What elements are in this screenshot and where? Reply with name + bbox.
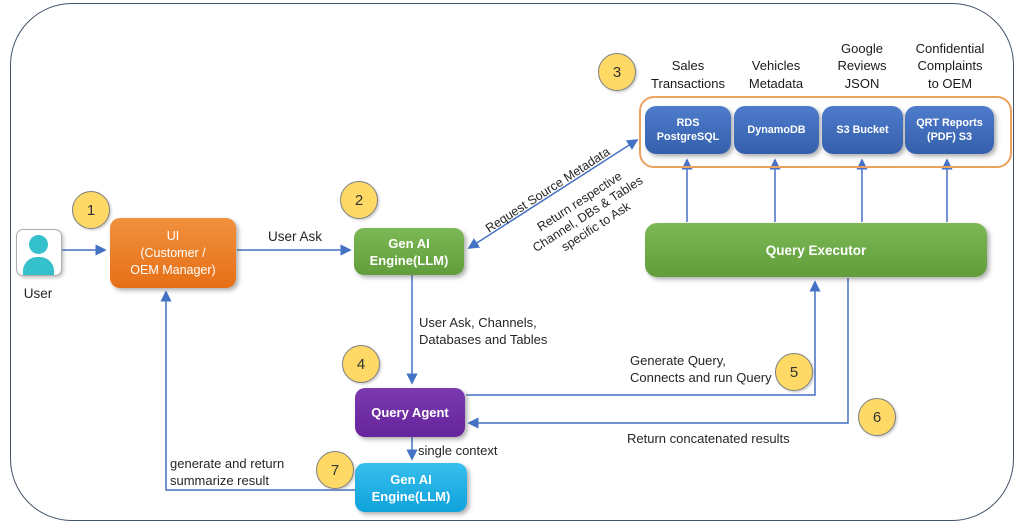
step-badge-7: 7: [316, 451, 354, 489]
edge-label-single-context: single context: [418, 443, 498, 458]
edge-label-user-ask: User Ask: [267, 229, 322, 244]
datastore-caption-reviews: Google Reviews JSON: [837, 40, 887, 91]
step-badge-4: 4: [342, 345, 380, 383]
edge-label-user-ask-channels: User Ask, Channels, Databases and Tables: [419, 315, 548, 347]
datastore-container: [639, 96, 1012, 168]
step-badge-2: 2: [340, 181, 378, 219]
node-qrt-reports: QRT Reports (PDF) S3: [905, 106, 994, 154]
step-badge-1: 1: [72, 191, 110, 229]
edge-label-generate-query: Generate Query, Connects and run Query: [630, 353, 772, 385]
edge-agent-to-executor: [466, 280, 821, 396]
user-icon-body: [23, 257, 54, 275]
edge-label-return-concatenated: Return concatenated results: [627, 431, 790, 446]
step-badge-6: 6: [858, 398, 896, 436]
user-label: User: [23, 286, 53, 301]
node-query-executor: Query Executor: [645, 223, 987, 277]
diagram-outer-frame: [10, 3, 1014, 521]
node-gen-ai-engine-bottom: Gen AI Engine(LLM): [355, 463, 467, 512]
edge-genai-bottom-to-ui: [160, 290, 355, 491]
node-dynamodb: DynamoDB: [734, 106, 819, 154]
datastore-caption-sales: Sales Transactions: [651, 58, 725, 91]
node-query-agent: Query Agent: [355, 388, 465, 437]
datastore-caption-complaints: Confidential Complaints to OEM: [915, 40, 985, 91]
step-badge-5: 5: [775, 353, 813, 391]
edge-genai-metadata: [467, 139, 639, 249]
node-s3-bucket: S3 Bucket: [822, 106, 903, 154]
edge-executor-to-agent: [467, 278, 849, 429]
node-ui: UI (Customer / OEM Manager): [110, 218, 236, 288]
node-gen-ai-engine-top: Gen AI Engine(LLM): [354, 228, 464, 275]
user-icon: [16, 229, 62, 276]
user-icon-head: [29, 235, 48, 254]
node-rds-postgresql: RDS PostgreSQL: [645, 106, 731, 154]
datastore-caption-vehicles: Vehicles Metadata: [748, 58, 804, 91]
step-badge-3: 3: [598, 53, 636, 91]
edge-label-generate-and-return: generate and return summarize result: [170, 456, 285, 488]
